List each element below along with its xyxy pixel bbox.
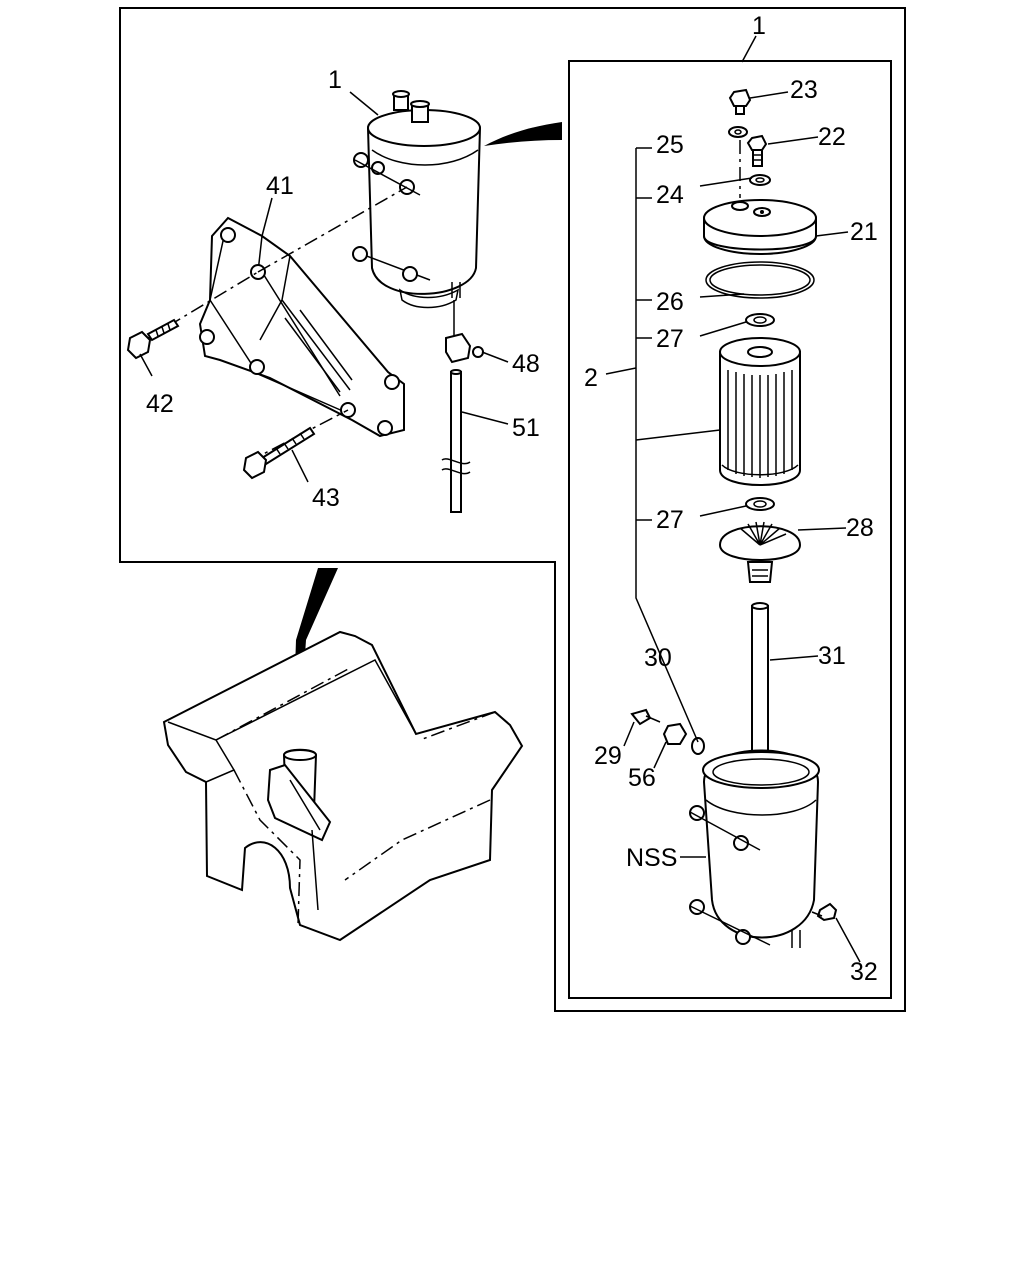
callout-42: 42 [146,390,174,418]
bolt-22 [746,134,768,167]
callout-41: 41 [266,172,294,200]
callout-25: 25 [656,131,684,159]
callout-29: 29 [594,742,622,770]
callout-22: 22 [818,123,846,151]
callout-1-inner: 1 [752,12,766,40]
mounting-bracket [144,186,408,463]
callout-27-upper: 27 [656,325,684,353]
callout-30: 30 [644,644,672,672]
filter-element [719,337,801,486]
pipe-51 [441,369,471,513]
bolt-23 [728,88,752,115]
washer-25 [728,126,748,198]
gasket-27-upper [745,313,775,327]
bolt-42 [126,318,180,360]
callout-24: 24 [656,181,684,209]
diagram-frames [119,7,906,1012]
leader-lines [139,35,861,963]
callout-labels: 1 1 41 42 43 48 51 23 22 25 24 21 26 27 … [146,12,878,986]
callout-32: 32 [850,958,878,986]
callout-31: 31 [818,642,846,670]
clip-48 [445,300,484,364]
filter-housing [689,749,820,948]
washer-30 [691,737,705,755]
callout-21: 21 [850,218,878,246]
plug-29 [630,708,661,726]
washer-24 [749,174,771,186]
o-ring-26 [705,261,815,299]
callout-56: 56 [628,764,656,792]
cover-21 [703,199,817,255]
callout-nss: NSS [626,844,677,872]
callout-51: 51 [512,414,540,442]
plug-56 [662,722,688,745]
callout-1-outer: 1 [328,66,342,94]
callout-23: 23 [790,76,818,104]
callout-26: 26 [656,288,684,316]
bolt-43 [242,426,316,480]
pipe-31 [751,602,769,759]
callout-27-lower: 27 [656,506,684,534]
callout-28: 28 [846,514,874,542]
bolt-32 [811,902,838,922]
separator-28 [718,521,802,583]
callout-48: 48 [512,350,540,378]
filter-assembly-on-bracket [352,90,562,309]
gasket-27-lower [745,497,775,511]
engine-location-view [162,568,524,942]
callout-43: 43 [312,484,340,512]
callout-2: 2 [584,364,598,392]
